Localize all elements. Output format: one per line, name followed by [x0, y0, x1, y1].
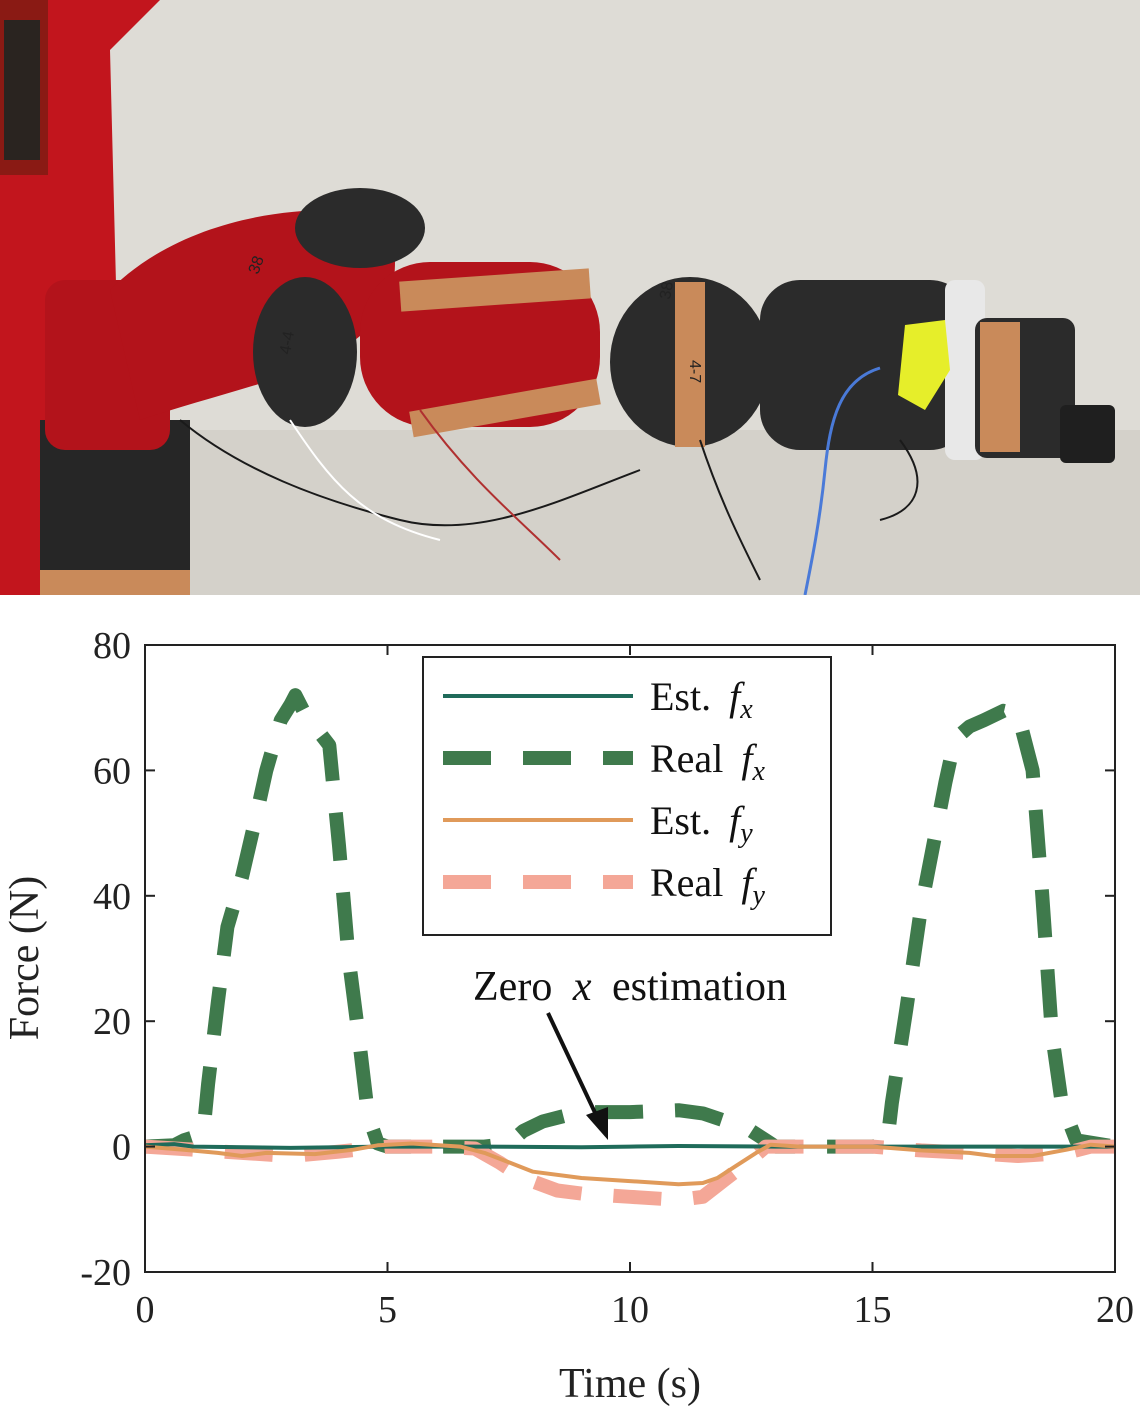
photo-wire-1: [179, 419, 641, 527]
annotation-text: Zero x estimation: [473, 964, 787, 1010]
legend-label-0: Est.fx: [650, 674, 753, 725]
photo-wire-2: [289, 419, 441, 541]
y-tick-label-5: 80: [93, 625, 131, 667]
photo-forearm-copper: [399, 268, 591, 312]
legend-label-word-3: Real: [650, 860, 723, 905]
photo-gripper-copper: [980, 322, 1020, 452]
series-layer: [144, 688, 1117, 1207]
photo-yellow-tape: [898, 320, 950, 410]
annotation-word-estimation: estimation: [612, 964, 787, 1010]
series-line-1: [144, 688, 1117, 1154]
annotation-word-zero: Zero: [473, 964, 552, 1010]
legend-label-2: Est.fy: [650, 798, 753, 849]
photo-wire-3: [419, 409, 561, 561]
y-tick-label-2: 20: [93, 1001, 131, 1043]
y-tick-label-4: 60: [93, 750, 131, 792]
robot-arm-photo: 38 4-4 4-7 38: [0, 0, 1140, 595]
photo-gripper-tip: [1060, 405, 1115, 463]
series-line-0: [144, 1142, 1115, 1150]
photo-tape-label-2: 4-4: [277, 330, 298, 356]
legend-label-word-0: Est.: [650, 674, 711, 719]
photo-upper-arm: [110, 210, 395, 420]
x-axis-label: Time (s): [559, 1361, 701, 1407]
y-tick-label-0: -20: [80, 1252, 131, 1294]
legend-label-sub-1: x: [751, 756, 765, 787]
photo-base-copper: [40, 570, 190, 595]
x-tick-label-2: 10: [611, 1289, 649, 1331]
x-tick-label-1: 5: [378, 1289, 397, 1331]
x-tick-label-0: 0: [136, 1289, 155, 1331]
legend-box: [422, 656, 832, 936]
photo-forearm-copper-2: [409, 378, 601, 438]
photo-tape-label-4: 38: [657, 280, 677, 301]
x-tick-label-3: 15: [854, 1289, 892, 1331]
x-tick-label-4: 20: [1096, 1289, 1134, 1331]
photo-monitor: [4, 20, 40, 160]
photo-wire-4: [699, 439, 761, 581]
legend-label-word-2: Est.: [650, 798, 711, 843]
photo-wrist-body: [760, 280, 970, 450]
annotation: Zero x estimation: [473, 964, 787, 1140]
photo-tape-label-1: 38: [246, 254, 268, 277]
y-tick-label-1: 0: [112, 1127, 131, 1169]
legend-label-sub-2: y: [737, 818, 753, 849]
photo-elbow-joint: [253, 277, 357, 427]
y-tick-label-3: 40: [93, 876, 131, 918]
photo-wire-5: [879, 439, 919, 521]
photo-wrist-copper: [675, 282, 705, 447]
legend-label-sub-3: y: [749, 880, 765, 911]
annotation-arrow-shaft: [546, 1012, 600, 1120]
y-axis-label: Force (N): [2, 876, 48, 1040]
photo-tape-label-3: 4-7: [686, 360, 703, 383]
photo-blue-wire: [803, 366, 881, 595]
legend-label-word-1: Real: [650, 736, 723, 781]
annotation-math: x: [572, 964, 592, 1010]
annotation-arrow-head: [586, 1107, 608, 1140]
series-line-2: [144, 1141, 1116, 1187]
legend-label-sub-0: x: [739, 694, 753, 725]
photo-elbow-cap-top: [295, 188, 425, 268]
